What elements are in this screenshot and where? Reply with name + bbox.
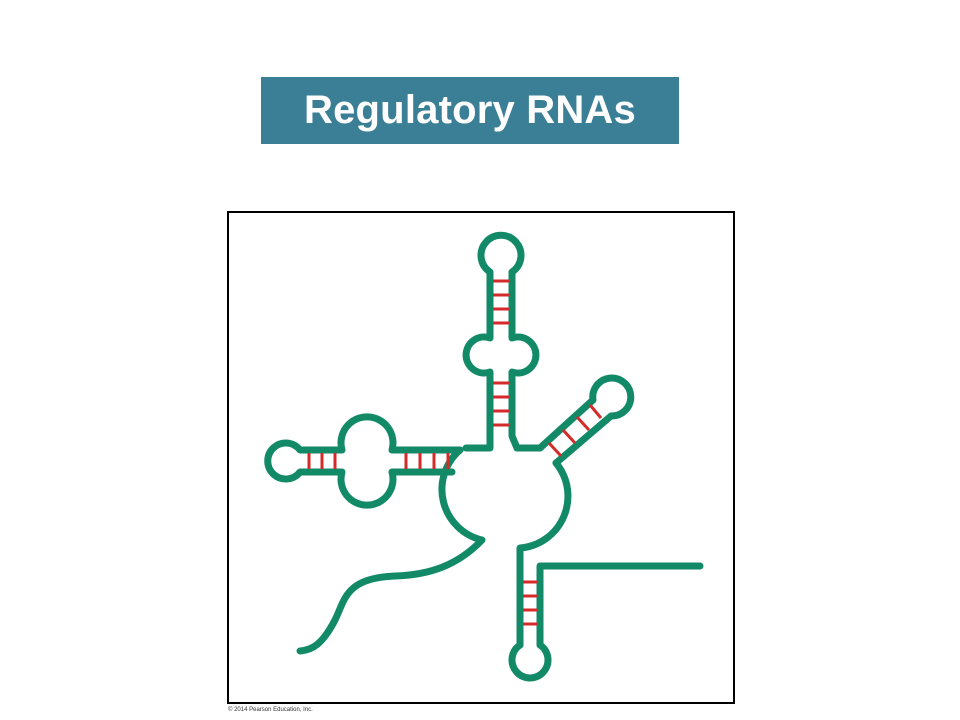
rna-strand-central-right <box>516 459 572 649</box>
figure-frame <box>227 211 735 704</box>
rna-strand-right-stem <box>536 374 635 467</box>
slide-title: Regulatory RNAs <box>304 88 636 132</box>
rna-strand-top-stem <box>462 231 544 452</box>
title-banner: Regulatory RNAs <box>261 77 679 144</box>
copyright-notice: © 2014 Pearson Education, Inc. <box>228 707 313 713</box>
rna-strand-bottom-stem <box>508 562 704 682</box>
rna-strand-main <box>296 446 486 655</box>
base-pairs <box>307 279 603 626</box>
rna-strand-left-stem <box>264 413 464 509</box>
